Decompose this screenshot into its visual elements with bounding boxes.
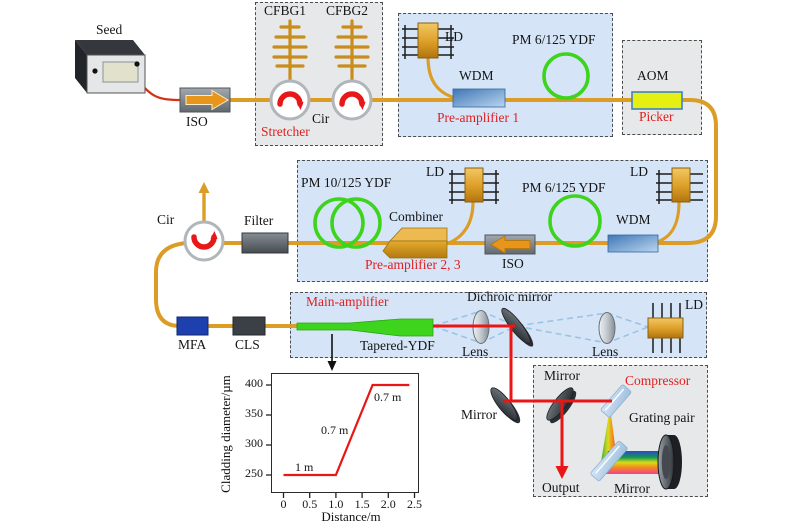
- fiber-cir-to-mfa: [154, 241, 188, 328]
- wdm2-icon: [607, 234, 659, 253]
- cir1-label: Cir: [312, 111, 330, 126]
- ydf1-label: PM 6/125 YDF: [512, 32, 596, 47]
- chart-y-tick-label: 300: [245, 436, 263, 450]
- combiner-label: Combiner: [389, 209, 443, 224]
- wdm1-icon: [452, 88, 506, 108]
- taper-pointer-arrow: [327, 334, 337, 371]
- picker-title: Picker: [639, 109, 674, 124]
- iso1-label: ISO: [186, 114, 208, 129]
- ld3-icon: [656, 167, 703, 204]
- chart-x-tick-label: 2.0: [380, 497, 396, 511]
- compressor-title: Compressor: [625, 373, 691, 388]
- pump-beam-dashed: [432, 310, 649, 344]
- seed-knob: [92, 68, 98, 74]
- lens-right-label: Lens: [592, 344, 619, 359]
- mirror-back-label: Mirror: [614, 481, 650, 496]
- preamp23-title: Pre-amplifier 2, 3: [365, 257, 461, 272]
- mainamp-title: Main-amplifier: [306, 294, 389, 309]
- output-label: Output: [542, 480, 580, 495]
- ld4-icon: [647, 303, 684, 353]
- cfbg2-label: CFBG2: [326, 3, 369, 18]
- chart-annotation-taper: 0.7 m: [321, 423, 349, 437]
- tapered-ydf-label: Tapered-YDF: [360, 338, 435, 353]
- circulator3-icon: [183, 220, 225, 262]
- chart-annotation-out: 0.7 m: [374, 390, 402, 404]
- circulator2-icon: [331, 79, 373, 121]
- mirror-outer-label: Mirror: [461, 407, 497, 422]
- chart-x-tick-label: 1.5: [354, 497, 370, 511]
- filter-icon: [241, 232, 289, 254]
- chart-y-axis-label: Cladding diameter/µm: [218, 375, 233, 493]
- fiber-aom-to-wdm: [654, 98, 718, 245]
- ydf-coil1-icon: [542, 52, 590, 100]
- iso2-label: ISO: [502, 256, 524, 271]
- cfbg1-icon: [272, 19, 308, 83]
- disc-mirror-icon: [657, 434, 682, 490]
- cls-icon: [232, 316, 266, 336]
- chart-x-axis-label: Distance/m: [321, 509, 381, 524]
- ydf6-label: PM 6/125 YDF: [522, 180, 606, 195]
- ydf10-label: PM 10/125 YDF: [301, 175, 392, 190]
- preamp1-title: Pre-amplifier 1: [437, 110, 520, 125]
- isolator2-icon: [484, 234, 536, 255]
- ld1-label: LD: [445, 29, 463, 44]
- cfbg1-label: CFBG1: [264, 3, 307, 18]
- isolator1-icon: [179, 87, 231, 113]
- seed-display: [102, 61, 139, 83]
- seed-label: Seed: [96, 22, 123, 37]
- lens-right-icon: [598, 312, 616, 344]
- chart-y-tick-label: 400: [245, 376, 263, 390]
- ydf-coil6-125-icon: [548, 194, 602, 248]
- ld4-label: LD: [685, 297, 703, 312]
- cir2-label: Cir: [157, 212, 175, 227]
- ld3-label: LD: [630, 164, 648, 179]
- filter-label: Filter: [244, 213, 274, 228]
- signal-beam: [433, 324, 612, 467]
- preamp23-box: [297, 160, 708, 282]
- chart-x-tick-label: 0: [280, 497, 287, 511]
- chart-x-tick-label: 1.0: [328, 497, 344, 511]
- seed-knob: [134, 61, 140, 67]
- stretcher-title: Stretcher: [261, 124, 310, 139]
- seed-device: [75, 40, 146, 94]
- combiner-icon: [382, 227, 448, 259]
- lens-left-label: Lens: [462, 344, 489, 359]
- grating-top-icon: [600, 384, 632, 418]
- chart-annotation-1m: 1 m: [295, 460, 314, 474]
- chart-y-tick-label: 250: [245, 466, 263, 480]
- ld2-icon: [449, 167, 499, 204]
- taper-profile-chart-frame: [271, 373, 419, 493]
- chart-x-tick-label: 0.5: [302, 497, 318, 511]
- output-arrowhead: [555, 466, 569, 479]
- cir2-up-arrow: [198, 182, 210, 224]
- chart-tick-marks: [266, 384, 416, 498]
- grating-bottom-icon: [590, 440, 628, 482]
- chart-y-tick-label: 350: [245, 406, 263, 420]
- cls-label: CLS: [235, 337, 260, 352]
- iso2-arrow-icon: [490, 235, 531, 254]
- circulator1-icon: [269, 79, 311, 121]
- ydf-coil10-125-icon: [313, 197, 382, 249]
- chart-line: [283, 383, 410, 477]
- mfa-label: MFA: [178, 337, 207, 352]
- picker-box: [622, 40, 702, 135]
- fiber-ld3-pigtail: [655, 200, 681, 244]
- iso1-arrow-icon: [185, 89, 229, 111]
- dichroic-mirror-icon: [501, 307, 534, 347]
- dichroic-label: Dichroic mirror: [467, 289, 553, 304]
- fiber-ld2-pigtail: [447, 200, 475, 245]
- ld1-icon: [402, 22, 454, 59]
- tapered-ydf-icon: [296, 318, 434, 337]
- grating-pair-label: Grating pair: [629, 410, 695, 425]
- wdm2-label: WDM: [616, 212, 651, 227]
- wdm1-label: WDM: [459, 68, 494, 83]
- cfbg2-icon: [334, 19, 370, 83]
- aom-label: AOM: [637, 68, 669, 83]
- chart-x-tick-label: 2.5: [407, 497, 422, 511]
- aom-icon: [631, 91, 683, 110]
- mfa-icon: [176, 316, 209, 336]
- mirror-inner-label: Mirror: [544, 368, 580, 383]
- ld2-label: LD: [426, 164, 444, 179]
